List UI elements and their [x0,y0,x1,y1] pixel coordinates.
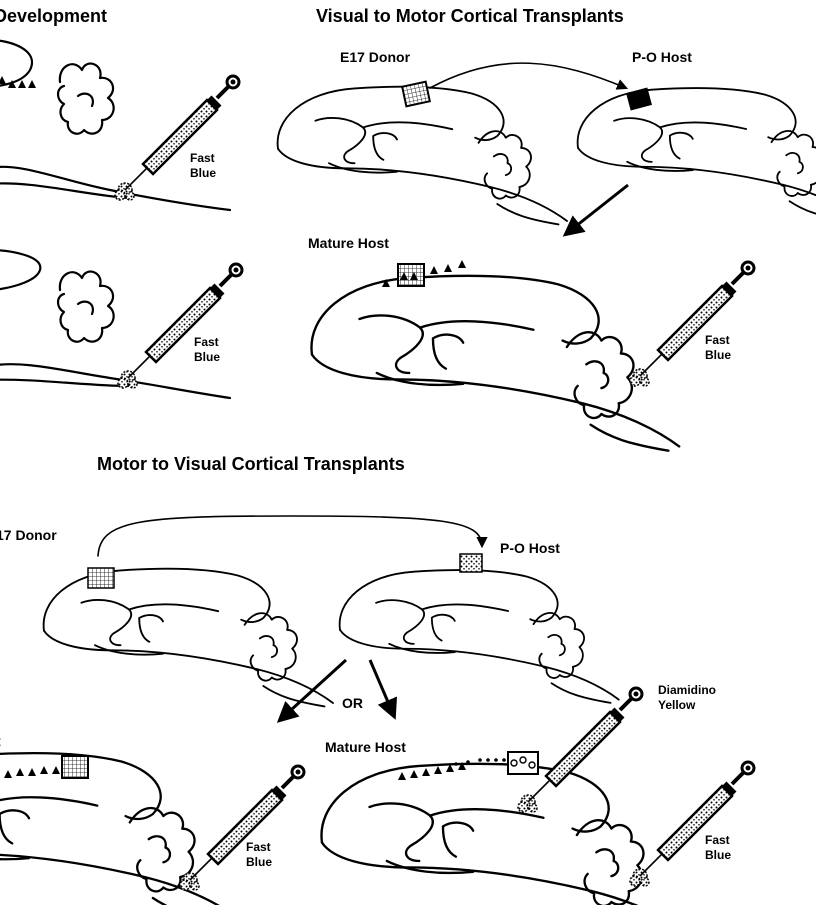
label-mature-host: Mature Host [308,235,389,251]
label-e17-donor-bottom: 17 Donor [0,527,57,543]
donor-brain-e17 [278,87,567,225]
label-or: OR [342,695,363,711]
transplant-patch [402,82,430,107]
label-e17-donor: E17 Donor [340,49,411,65]
tracer-label-fast: Fast [705,333,730,347]
development-brain-1 [0,40,239,210]
tracer-label-diamidino: Diamidino [658,683,716,697]
heading-visual-to-motor: Visual to Motor Cortical Transplants [316,6,624,26]
tracer-label-blue: Blue [705,348,731,362]
straight-arrow [566,185,628,234]
tracer-label-fast: Fast [194,335,219,349]
tracer-label-blue: Blue [246,855,272,869]
syringe-icon [128,264,242,378]
syringe-icon [640,262,754,376]
tracer-label-blue: Blue [190,166,216,180]
tracer-label-blue: Blue [705,848,731,862]
transplant-patch [62,756,88,778]
neuron-triangles [4,766,60,778]
straight-arrow [370,660,394,716]
tracer-label-blue: Blue [194,350,220,364]
tracer-label-fast: Fast [705,833,730,847]
transplant-patch-filled [626,87,652,110]
syringe-icon-diamidino [528,688,642,802]
tracer-injection-site [518,795,537,812]
label-mature-host-right: Mature Host [325,739,406,755]
tracer-injection-site [115,183,134,200]
mature-host-brain [311,276,679,451]
label-p0-host: P-O Host [632,49,692,65]
donor-brain-e17-bottom [44,569,333,707]
tracer-label-yellow: Yellow [658,698,696,712]
transplant-patch [460,554,482,572]
tracer-label-fast: Fast [190,151,215,165]
label-mature-host-cropped: t [0,733,1,749]
host-brain-p0-bottom [340,570,619,703]
development-brain-2 [0,250,242,398]
curved-arrow [98,516,482,556]
straight-arrow [280,660,346,720]
syringe-icon [640,762,754,876]
heading-motor-to-visual: Motor to Visual Cortical Transplants [97,454,405,474]
syringe-icon [125,76,239,190]
curved-arrow [430,63,626,88]
tracer-label-fast: Fast [246,840,271,854]
transplant-patch [88,568,114,588]
transplant-patch [398,264,424,286]
host-brain-p0 [578,88,816,221]
neuron-triangles [0,76,36,88]
heading-development: Development [0,6,107,26]
tracer-injection-site [118,371,137,388]
label-p0-host-bottom: P-O Host [500,540,560,556]
tracer-injection-site [630,869,649,886]
